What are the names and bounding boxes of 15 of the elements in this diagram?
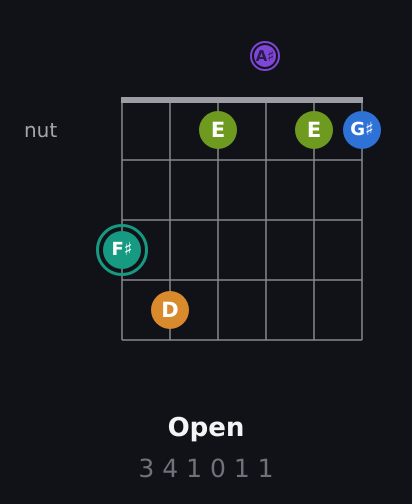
note-dot <box>151 291 189 329</box>
chord-title: Open <box>166 415 246 441</box>
root-note-dot <box>96 224 148 276</box>
note-dot <box>295 111 333 149</box>
note-dot <box>250 41 280 71</box>
note-name: F♯ <box>111 241 132 259</box>
fingering-numbers: 3 4 1 0 1 1 <box>137 456 275 481</box>
note-name: E <box>210 120 226 140</box>
note-name: A♯ <box>256 48 274 64</box>
nut-label: nut <box>24 120 58 140</box>
note-name: G♯ <box>350 121 374 139</box>
note-dot <box>199 111 237 149</box>
note-name: D <box>161 300 179 320</box>
note-name: E <box>306 120 322 140</box>
note-dot <box>343 111 381 149</box>
